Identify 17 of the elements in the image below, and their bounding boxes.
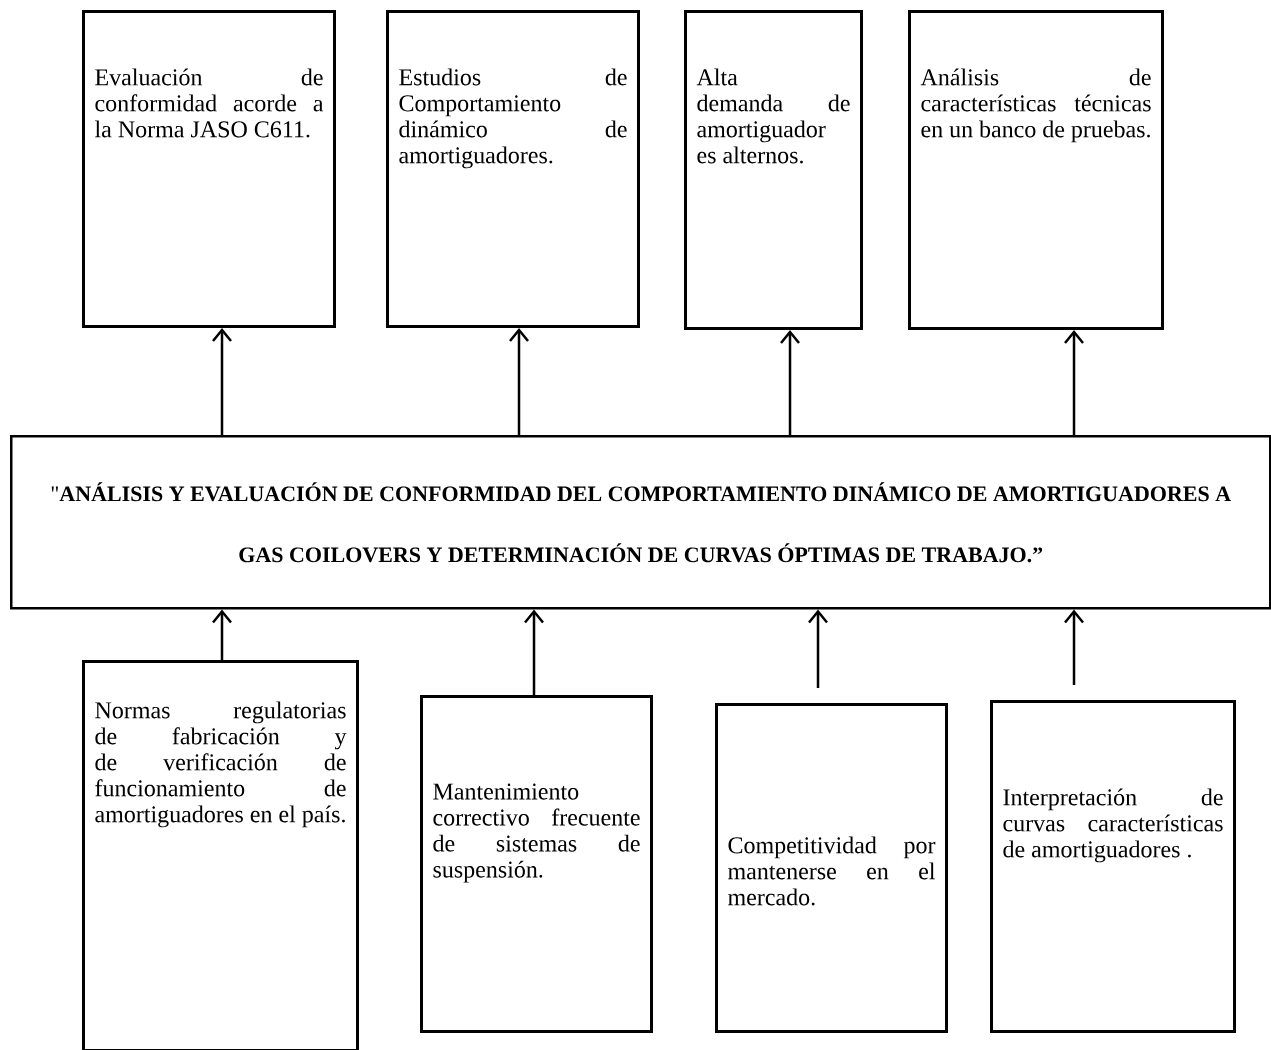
arrow xyxy=(1064,330,1084,435)
arrow xyxy=(212,328,232,435)
text-box: Análisis de características técnicas en un banco de pruebas. xyxy=(908,10,1164,330)
arrow xyxy=(1064,609,1084,685)
text-box: Estudios de Comportamiento dinámico de amortiguadores. xyxy=(386,10,640,328)
text-box: Competitividad por mantenerse en el mercado. xyxy=(715,703,948,1033)
text-box: Interpretación de curvas características de amortiguadores . xyxy=(990,700,1236,1033)
arrow xyxy=(808,609,828,688)
arrow xyxy=(212,609,232,660)
text-box: Evaluación de conformidad acorde a la Norma JASO C611. xyxy=(82,10,336,328)
text-box: Normas regulatorias de fabricación y de verificación de funcionamiento de amortiguadores en el país. xyxy=(82,660,359,1050)
arrow xyxy=(524,609,544,695)
arrow xyxy=(780,330,800,435)
title-box: "ANÁLISIS Y EVALUACIÓN DE CONFORMIDAD DEL COMPORTAMIENTO DINÁMICO DE AMORTIGUADORES A GAS COILOVERS Y DETERMINACIÓN DE CURVAS ÓPTIMAS DE TRABAJO.” xyxy=(10,435,1271,610)
arrow xyxy=(509,328,529,435)
text-box: Mantenimiento correctivo frecuente de sistemas de suspensión. xyxy=(420,695,653,1033)
text-box: Alta demanda de amortiguador es alternos. xyxy=(684,10,863,330)
